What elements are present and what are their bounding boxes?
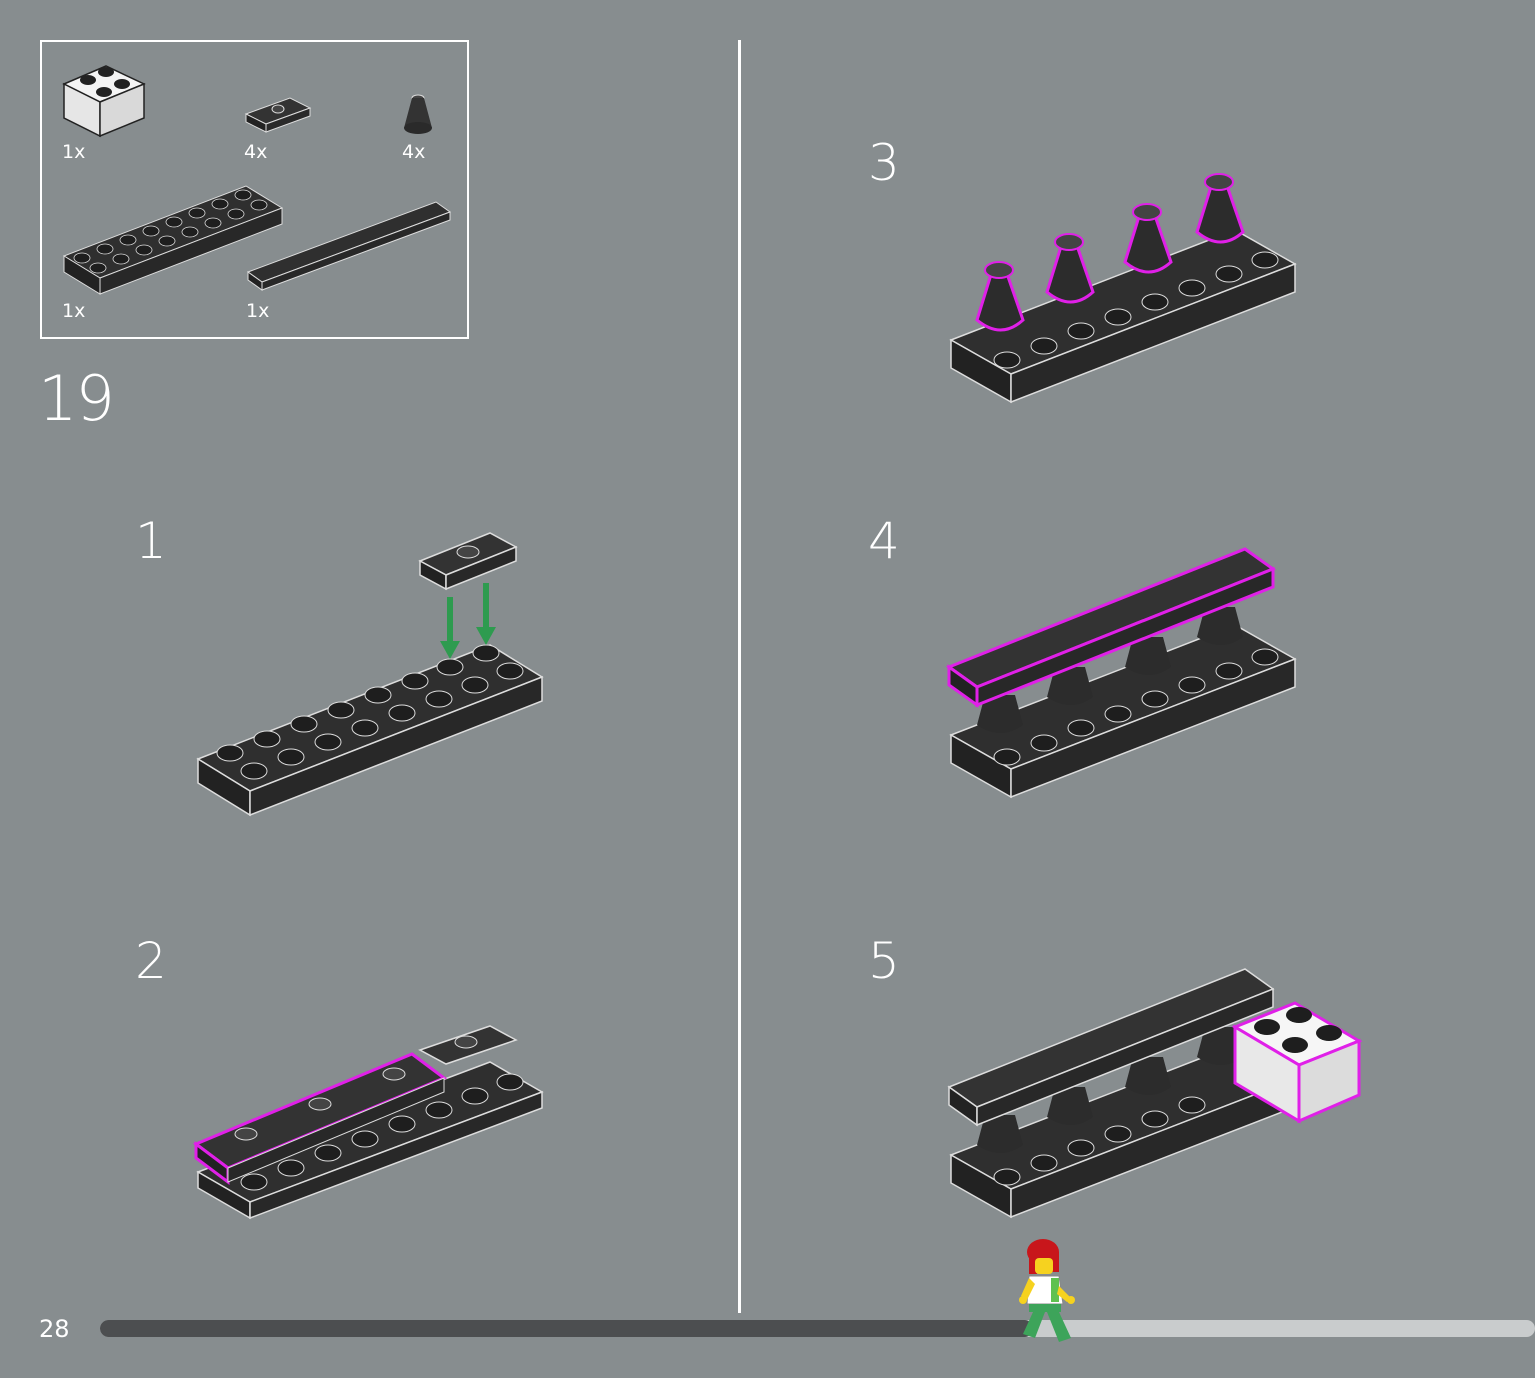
substep-label-2: 2 (135, 932, 167, 990)
progress-fill (100, 1320, 1033, 1337)
substep-label-1: 1 (135, 512, 167, 570)
part-long-plate-icon (62, 185, 284, 295)
substep-label-4: 4 (868, 512, 900, 570)
step-number: 19 (38, 362, 115, 435)
part-qty: 4x (244, 141, 268, 163)
part-qty: 1x (62, 300, 86, 322)
part-white-brick-icon (62, 65, 146, 138)
substep-1-illustration (196, 532, 544, 817)
part-qty: 1x (62, 141, 86, 163)
part-cone-icon (404, 94, 432, 134)
minifigure-progress-icon (1019, 1239, 1075, 1342)
part-tile-icon (246, 201, 452, 291)
part-qty: 4x (402, 141, 426, 163)
page-number: 28 (39, 1315, 70, 1343)
substep-5-illustration (947, 968, 1363, 1219)
page-divider (738, 40, 741, 1313)
substep-2-illustration (193, 1025, 544, 1220)
substep-3-illustration (949, 173, 1297, 404)
substep-label-3: 3 (868, 134, 900, 192)
parts-list-box (40, 40, 469, 339)
part-jumper-plate-icon (244, 97, 312, 133)
substep-label-5: 5 (868, 932, 900, 990)
substep-4-illustration (945, 547, 1297, 799)
part-qty: 1x (246, 300, 270, 322)
